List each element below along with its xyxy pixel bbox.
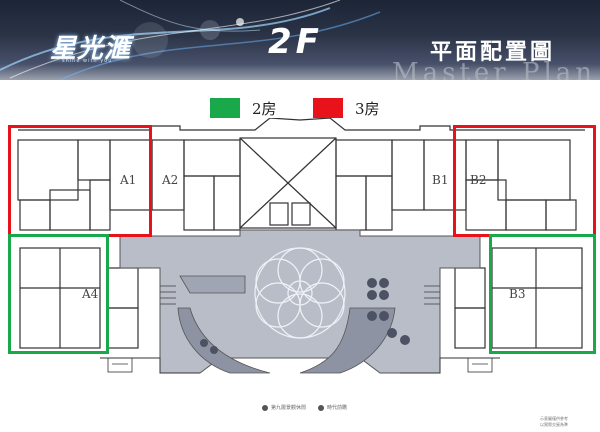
unit-label-a1: A1	[120, 173, 137, 187]
frame-three-room-b2	[453, 125, 596, 237]
legend-three-room: 3房	[313, 97, 380, 119]
unit-label-b2: B2	[470, 173, 487, 187]
unit-label-b1: B1	[432, 173, 449, 187]
page-title: 平面配置圖	[430, 40, 556, 65]
disclaimer-line: 示意圖僅供參考	[540, 416, 568, 421]
legend-swatch-red	[313, 98, 343, 118]
bullet-icon	[262, 404, 268, 411]
bullet-icon	[318, 404, 324, 411]
footnote-era: 時代前瞻	[318, 404, 347, 411]
floor-label: 2F	[268, 22, 323, 62]
legend-label: 3房	[355, 99, 380, 118]
legend-swatch-green	[210, 98, 240, 118]
disclaimer-line: 以實際交屋為準	[540, 422, 568, 427]
legend-two-room: 2房	[210, 97, 277, 119]
footnote-leisure: 第九層景觀休閒	[262, 404, 306, 411]
frame-two-room-b3	[489, 234, 596, 354]
unit-label-a4: A4	[82, 287, 99, 301]
floor-plan	[17, 118, 585, 374]
light-streaks	[0, 0, 381, 80]
unit-label-b3: B3	[509, 287, 526, 301]
brand-logo: 星光滙	[50, 34, 132, 64]
watermark-text: Master Plan	[392, 58, 597, 80]
brand-tagline: shine with you	[62, 58, 113, 64]
frame-three-room-a1	[8, 125, 152, 237]
frame-two-room-a4	[8, 234, 109, 354]
footnote-label: 時代前瞻	[327, 405, 348, 411]
footnote-label: 第九層景觀休閒	[271, 405, 307, 411]
disclaimer-note: 示意圖僅供參考 以實際交屋為準	[540, 416, 598, 428]
legend-label: 2房	[252, 99, 277, 118]
unit-label-a2: A2	[162, 173, 179, 187]
header-banner: 星光滙 shine with you 2F 平面配置圖 Master Plan	[0, 0, 600, 80]
